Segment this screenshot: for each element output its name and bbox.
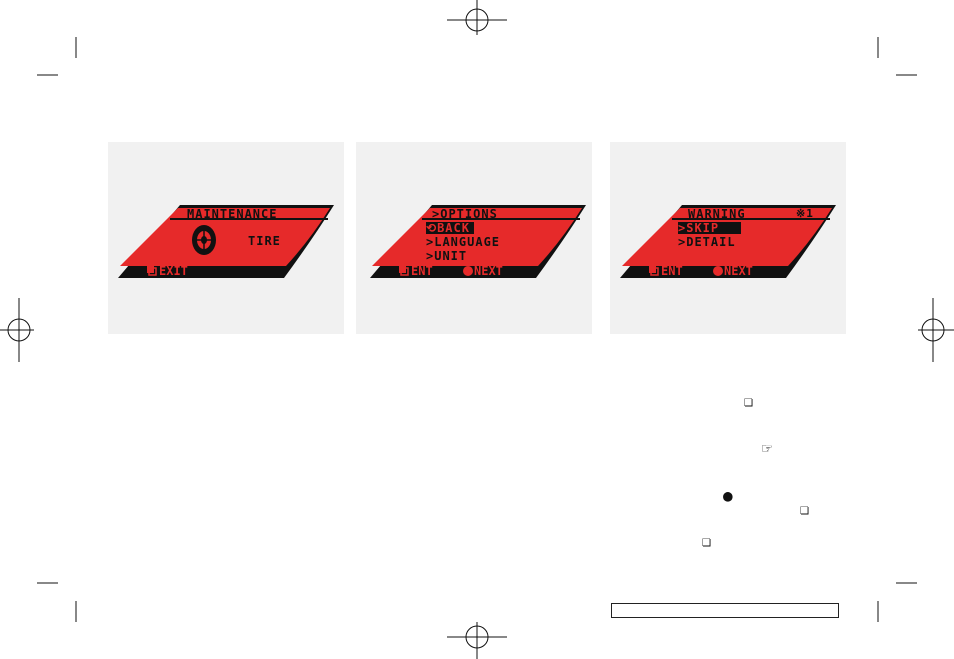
screen-header: WARNING — [688, 208, 746, 220]
footer-next-label: NEXT — [724, 265, 753, 277]
next-dot-icon — [463, 266, 473, 276]
screen-item-skip-selected: >SKIP — [678, 222, 741, 234]
header-badge: ※1 — [796, 208, 814, 219]
square-icon: ❏ — [744, 394, 753, 409]
display-screen-warning: WARNING ※1 >SKIP >DETAIL ENT NEXT — [618, 202, 840, 282]
pointing-hand-icon: ☞ — [762, 441, 772, 458]
page-footer-box — [611, 603, 839, 618]
enter-square-icon — [147, 266, 157, 276]
square-icon: ❏ — [702, 534, 711, 549]
display-screen-maintenance: MAINTENANCE TIRE EXIT — [116, 202, 338, 282]
display-screen-options: >OPTIONS ⟲BACK >LANGUAGE >UNIT ENT NEXT — [368, 202, 590, 282]
screen-item-tire: TIRE — [248, 235, 281, 247]
screen-item-back-selected: ⟲BACK — [426, 222, 474, 234]
square-icon: ❏ — [800, 502, 809, 517]
screen-item-language: >LANGUAGE — [426, 236, 500, 248]
screen-item-detail: >DETAIL — [678, 236, 736, 248]
next-dot-icon — [713, 266, 723, 276]
back-arrow-icon: ⟲ — [426, 221, 437, 235]
footer-next-label: NEXT — [474, 265, 503, 277]
tire-icon — [190, 224, 218, 256]
footer-ent-label: ENT — [661, 265, 683, 277]
dot-icon: ● — [723, 488, 733, 504]
screen-item-unit: >UNIT — [426, 250, 467, 262]
screen-header: >OPTIONS — [432, 208, 498, 220]
enter-square-icon — [399, 266, 409, 276]
enter-square-icon — [649, 266, 659, 276]
screen-header: MAINTENANCE — [187, 208, 277, 220]
footer-exit-label: EXIT — [159, 265, 188, 277]
footer-ent-label: ENT — [411, 265, 433, 277]
